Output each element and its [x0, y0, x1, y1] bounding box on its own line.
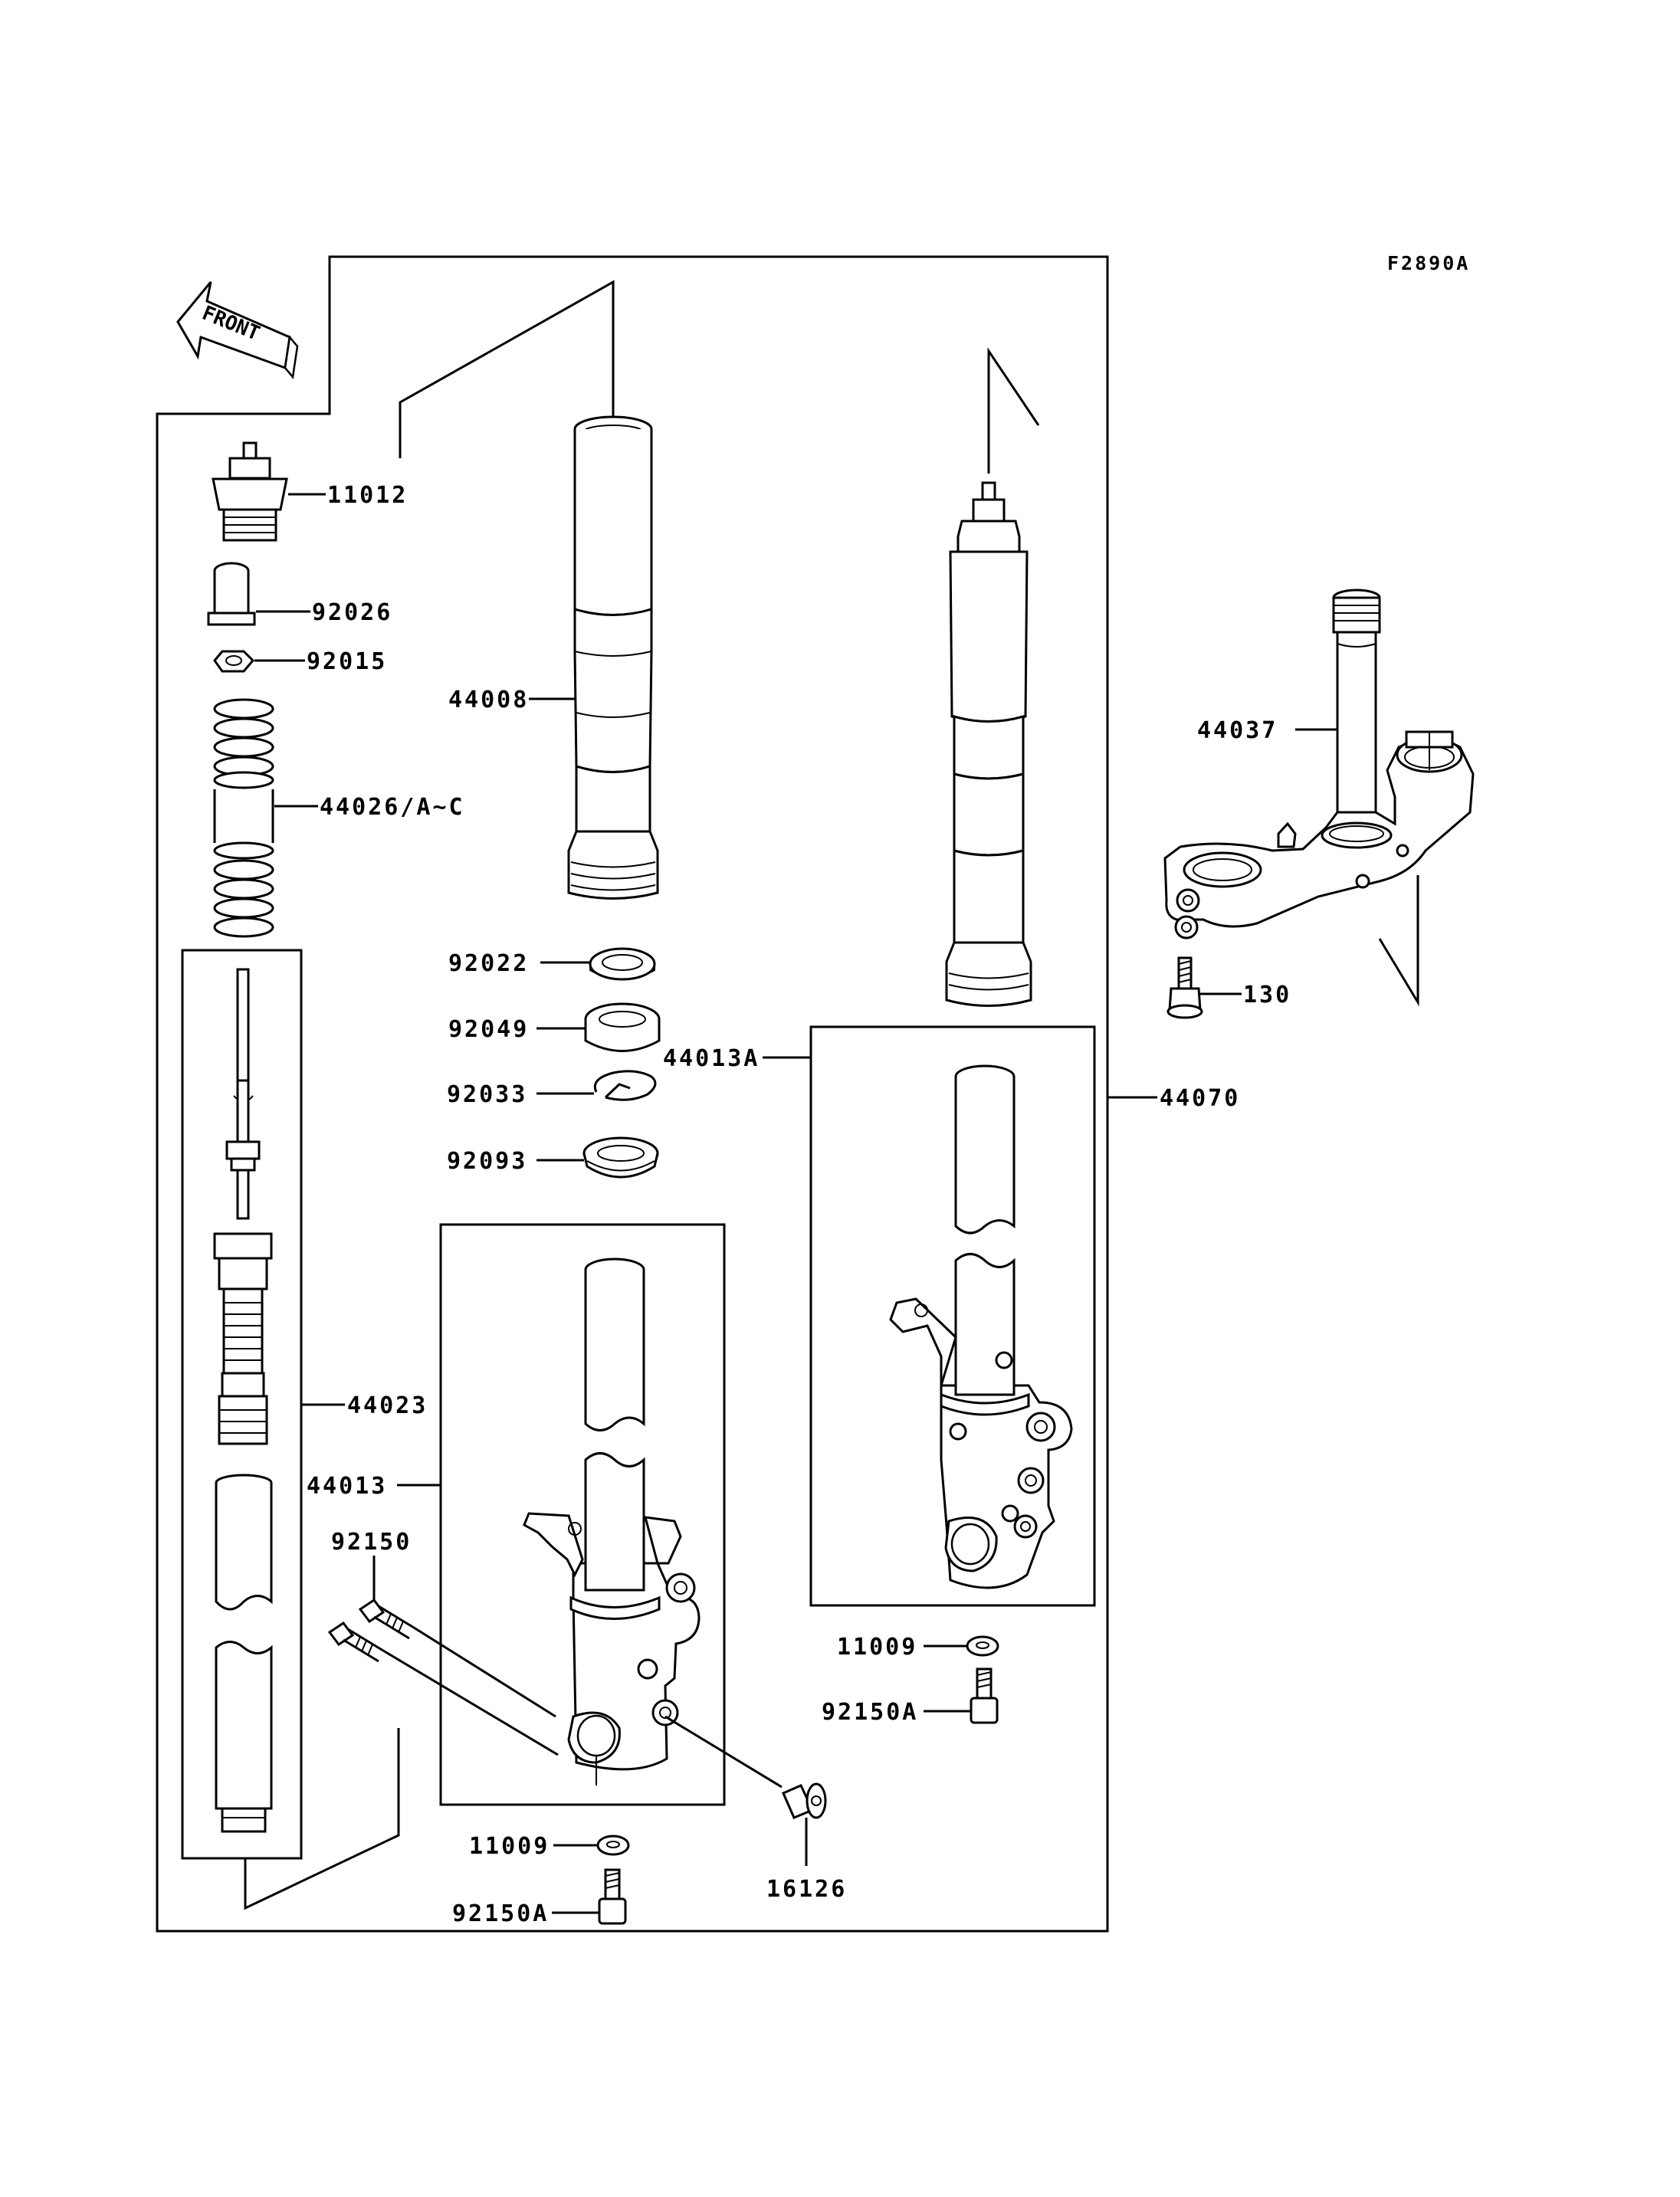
- spring-collar-icon: [207, 562, 256, 626]
- bleed-screw-icon: [782, 1782, 827, 1819]
- fork-spring-icon: [213, 698, 274, 938]
- diagram-code: F2890A: [1387, 252, 1470, 274]
- damper-rod-icon: [213, 968, 273, 1445]
- label-44023: 44023: [347, 1392, 428, 1419]
- label-92093: 92093: [447, 1148, 527, 1175]
- leader-line: [1378, 875, 1419, 1007]
- leader-line: [987, 347, 1040, 474]
- leader-line: [399, 280, 615, 458]
- label-44008: 44008: [448, 687, 529, 713]
- label-92033: 92033: [447, 1081, 527, 1108]
- label-44013A: 44013A: [663, 1045, 760, 1072]
- inner-tube-icon: [567, 415, 659, 900]
- oil-seal-icon: [584, 1002, 661, 1052]
- label-11012: 11012: [327, 482, 408, 509]
- outer-tube-frame-alt: [809, 1025, 1096, 1607]
- outer-tube-icon: [523, 1258, 701, 1785]
- label-92150A-a: 92150A: [452, 1900, 549, 1927]
- outer-tube-alt-icon: [889, 1064, 1073, 1589]
- washer-icon: [589, 947, 656, 981]
- label-11009-a: 11009: [469, 1833, 550, 1860]
- label-92022: 92022: [448, 950, 529, 977]
- label-16126: 16126: [766, 1876, 847, 1903]
- steering-stem-icon: [1163, 589, 1475, 939]
- axle-clamp-bolt-icon: [327, 1598, 559, 1756]
- label-11009-b: 11009: [837, 1634, 917, 1661]
- retaining-clip-icon: [593, 1070, 657, 1101]
- fork-leg-assembly-icon: [945, 481, 1032, 1007]
- fork-cap-bolt-icon: [212, 441, 288, 542]
- nut-icon: [213, 650, 255, 673]
- label-92150: 92150: [331, 1529, 412, 1556]
- label-44037: 44037: [1197, 717, 1278, 744]
- label-92015: 92015: [307, 648, 387, 675]
- cartridge-tube-icon: [215, 1474, 273, 1833]
- label-92150A-b: 92150A: [822, 1699, 918, 1726]
- bolt-small-alt-icon: [970, 1667, 999, 1724]
- bolt-small-icon: [598, 1868, 627, 1925]
- label-92049: 92049: [448, 1016, 529, 1043]
- label-92026: 92026: [312, 599, 392, 626]
- label-44070: 44070: [1160, 1085, 1240, 1112]
- front-arrow-icon: FRONT: [176, 281, 299, 379]
- stem-bolt-icon: [1166, 956, 1203, 1019]
- washer-small-icon: [596, 1835, 630, 1856]
- washer-small-alt-icon: [966, 1635, 999, 1657]
- outer-tube-frame: [439, 1223, 726, 1806]
- leader-line: [244, 1728, 400, 1910]
- label-130: 130: [1243, 982, 1291, 1008]
- label-44013: 44013: [307, 1473, 387, 1500]
- label-44026: 44026/A~C: [320, 794, 465, 821]
- dust-seal-icon: [582, 1136, 659, 1179]
- main-frame: [156, 255, 1109, 1933]
